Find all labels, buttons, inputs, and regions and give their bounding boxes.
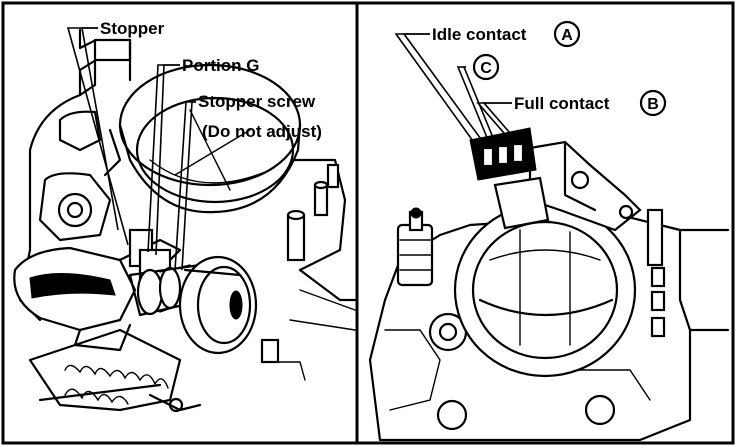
bolt-cluster — [286, 158, 357, 331]
marker-c-text: C — [480, 60, 492, 77]
throttle-switch — [469, 127, 642, 232]
portion-g-leader-2 — [155, 64, 180, 256]
stopper-leader-2 — [81, 27, 119, 231]
stopper-screw-leader-1 — [174, 101, 196, 271]
right-panel: Idle contact A C Full contact B — [368, 20, 730, 442]
idle-contact-leader-1 — [394, 33, 479, 149]
label-do-not-adjust: (Do not adjust) — [202, 122, 322, 141]
marker-a-text: A — [561, 27, 573, 44]
label-stopper: Stopper — [100, 19, 165, 38]
return-spring — [28, 328, 202, 413]
right-studs — [646, 208, 730, 338]
throttle-lever — [13, 228, 182, 352]
throttle-bore-right — [453, 202, 637, 378]
marker-a-circle — [553, 20, 581, 48]
right-leaders — [394, 33, 517, 149]
marker-b-circle — [639, 89, 667, 117]
full-contact-leader-2 — [482, 102, 517, 141]
c-leader-2 — [462, 66, 495, 141]
label-idle-contact: Idle contact — [432, 25, 527, 44]
label-portion-g: Portion G — [182, 56, 259, 75]
label-full-contact: Full contact — [514, 94, 610, 113]
mounting-flange — [368, 213, 692, 442]
stopper-screw-assembly — [128, 255, 306, 381]
left-leaders — [66, 27, 196, 271]
throttle-bore — [118, 63, 302, 214]
label-stopper-screw: Stopper screw — [198, 92, 316, 111]
marker-c-circle — [472, 53, 500, 81]
marker-b-text: B — [647, 96, 659, 113]
left-panel: Stopper Portion G Stopper screw (Do not … — [13, 19, 357, 413]
idle-bolt — [396, 207, 434, 287]
portion-g-leader-1 — [147, 64, 180, 253]
stopper-screw-leader-2 — [181, 101, 196, 271]
idle-contact-leader-2 — [402, 33, 487, 147]
